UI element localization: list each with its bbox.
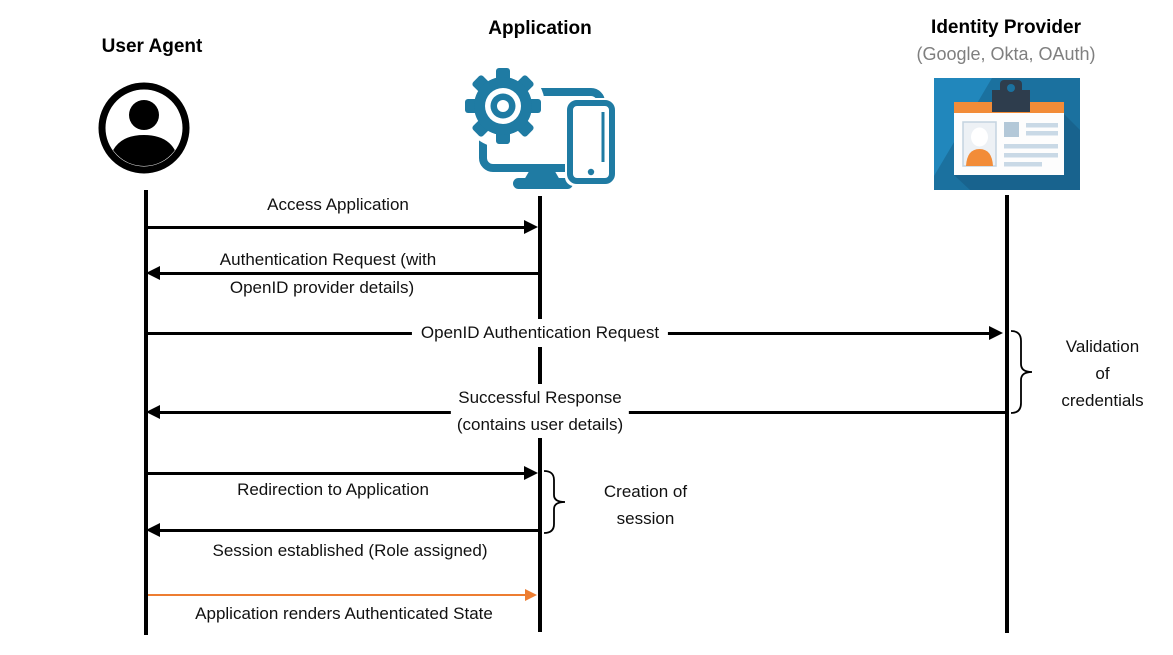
arrowhead-left-icon xyxy=(146,405,160,419)
arrow-redirection-to-application xyxy=(146,472,528,475)
message-label-application-renders-authenticated-state: Application renders Authenticated State xyxy=(195,604,493,624)
arrowhead-right-orange-icon xyxy=(525,589,537,601)
arrow-authentication-request xyxy=(160,272,538,275)
curly-brace-creation xyxy=(542,470,568,534)
arrowhead-right-icon xyxy=(524,220,538,234)
actor-label-application: Application xyxy=(488,18,592,39)
arrowhead-left-icon xyxy=(146,266,160,280)
curly-brace-validation xyxy=(1009,330,1035,414)
annotation-validation-of-credentials: Validation of credentials xyxy=(1061,337,1144,410)
arrow-session-established xyxy=(160,529,538,532)
arrowhead-left-icon xyxy=(146,523,160,537)
message-label-successful-response: Successful Response (contains user detai… xyxy=(450,384,630,438)
arrow-application-renders-authenticated-state xyxy=(148,594,526,596)
lifeline-identity-provider xyxy=(1005,195,1009,633)
message-label-successful-response-line1: Successful Response xyxy=(458,388,622,407)
actor-label-user-agent: User Agent xyxy=(101,36,203,57)
message-label-successful-response-line2: (contains user details) xyxy=(456,415,624,434)
message-label-redirection-to-application: Redirection to Application xyxy=(237,480,429,500)
annotation-creation-of-session: Creation of session xyxy=(603,482,688,528)
message-label-openid-authentication-request: OpenID Authentication Request xyxy=(411,319,669,347)
user-icon xyxy=(98,82,190,174)
arrowhead-right-icon xyxy=(524,466,538,480)
message-label-authentication-request-line2: OpenID provider details) xyxy=(229,278,415,298)
arrow-access-application xyxy=(146,226,528,229)
id-card-icon xyxy=(934,78,1080,190)
message-label-authentication-request-line1: Authentication Request (with xyxy=(219,250,437,270)
actor-label-identity-provider: Identity Provider xyxy=(931,17,1081,38)
application-icon xyxy=(455,66,625,192)
actor-sublabel-identity-provider: (Google, Okta, OAuth) xyxy=(916,44,1096,64)
message-label-session-established: Session established (Role assigned) xyxy=(212,541,488,561)
message-label-access-application: Access Application xyxy=(267,195,409,215)
arrowhead-right-icon xyxy=(989,326,1003,340)
